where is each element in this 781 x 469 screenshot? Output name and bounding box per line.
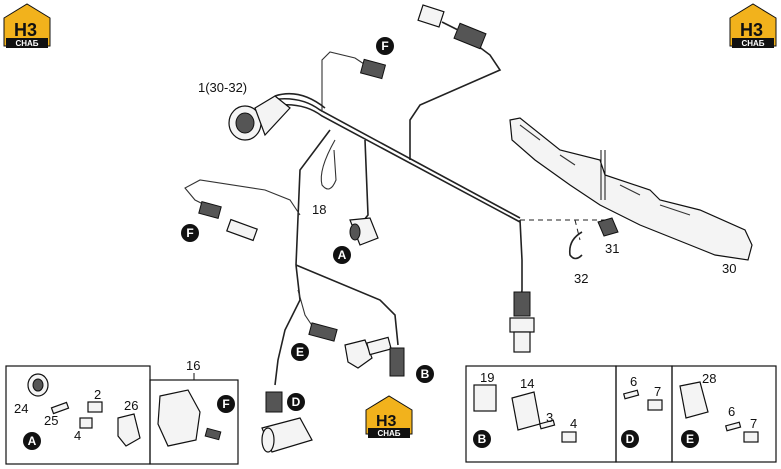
inset-d-part: 7 (654, 384, 661, 399)
callout-clip: 18 (312, 202, 326, 217)
inset-f: 16 F (149, 358, 239, 465)
elbow-connector-a (349, 217, 379, 246)
logo-top-left: H3 CHAБ (3, 3, 51, 48)
logo-caption: CHAБ (741, 39, 764, 48)
badge-letter: A (28, 434, 37, 448)
top-connector (417, 4, 487, 50)
logo-letters: H3 (14, 20, 37, 40)
badge-letter: F (381, 39, 388, 53)
badge-d-main: D (287, 393, 305, 411)
main-connector (228, 92, 326, 141)
badge-b-main: B (416, 365, 434, 383)
badge-letter: B (421, 367, 430, 381)
badge-letter: D (626, 432, 635, 446)
connector-e (308, 322, 338, 342)
callout-clip-bracket: 32 (574, 271, 588, 286)
badge-a-main: A (333, 246, 351, 264)
clip-bracket-32 (568, 231, 583, 260)
inset-a-part: 4 (74, 428, 81, 443)
bracket-clip-31 (597, 217, 619, 237)
connector-f-left (198, 201, 258, 242)
inset-f-title: 16 (186, 358, 200, 373)
inset-a-part: 26 (124, 398, 138, 413)
inset-a-part: 24 (14, 401, 28, 416)
sensor-b (344, 336, 405, 377)
inset-e: 28 6 7 E (671, 365, 777, 463)
badge-letter: A (338, 248, 347, 262)
badge-letter: E (296, 345, 304, 359)
inset-b-part: 14 (520, 376, 534, 391)
badge-letter: F (186, 226, 193, 240)
callout-bracket-clip: 31 (605, 241, 619, 256)
inset-e-part: 28 (702, 371, 716, 386)
sensor-right (509, 291, 535, 353)
inset-a: 24 25 2 4 26 A (5, 365, 151, 465)
badge-letter: D (292, 395, 301, 409)
badge-letter: B (478, 432, 487, 446)
inset-b-part: 3 (546, 410, 553, 425)
logo-bottom-center: H3 CHAБ (365, 395, 413, 438)
badge-letter: F (222, 397, 229, 411)
connector-f-top (359, 58, 387, 80)
logo-top-right: H3 CHAБ (729, 3, 777, 48)
inset-b-part: 4 (570, 416, 577, 431)
frame-rail (509, 117, 753, 261)
inset-a-part: 25 (44, 413, 58, 428)
badge-f-left: F (181, 224, 199, 242)
callout-frame-rail: 30 (722, 261, 736, 276)
inset-b: 19 14 3 4 B (465, 365, 617, 463)
callout-main-assembly: 1(30-32) (198, 80, 247, 95)
inset-e-part: 6 (728, 404, 735, 419)
inset-d-part: 6 (630, 374, 637, 389)
badge-letter: E (686, 432, 694, 446)
inset-d: 6 7 D (615, 365, 673, 463)
logo-caption: CHAБ (377, 429, 400, 438)
inset-b-part: 19 (480, 370, 494, 385)
logo-letters: H3 (376, 413, 397, 430)
logo-letters: H3 (740, 20, 763, 40)
logo-caption: CHAБ (15, 39, 38, 48)
harness-wires (184, 39, 605, 386)
connector-d (261, 391, 313, 453)
badge-f-top: F (376, 37, 394, 55)
badge-e-main: E (291, 343, 309, 361)
inset-e-part: 7 (750, 416, 757, 431)
inset-a-part: 2 (94, 387, 101, 402)
